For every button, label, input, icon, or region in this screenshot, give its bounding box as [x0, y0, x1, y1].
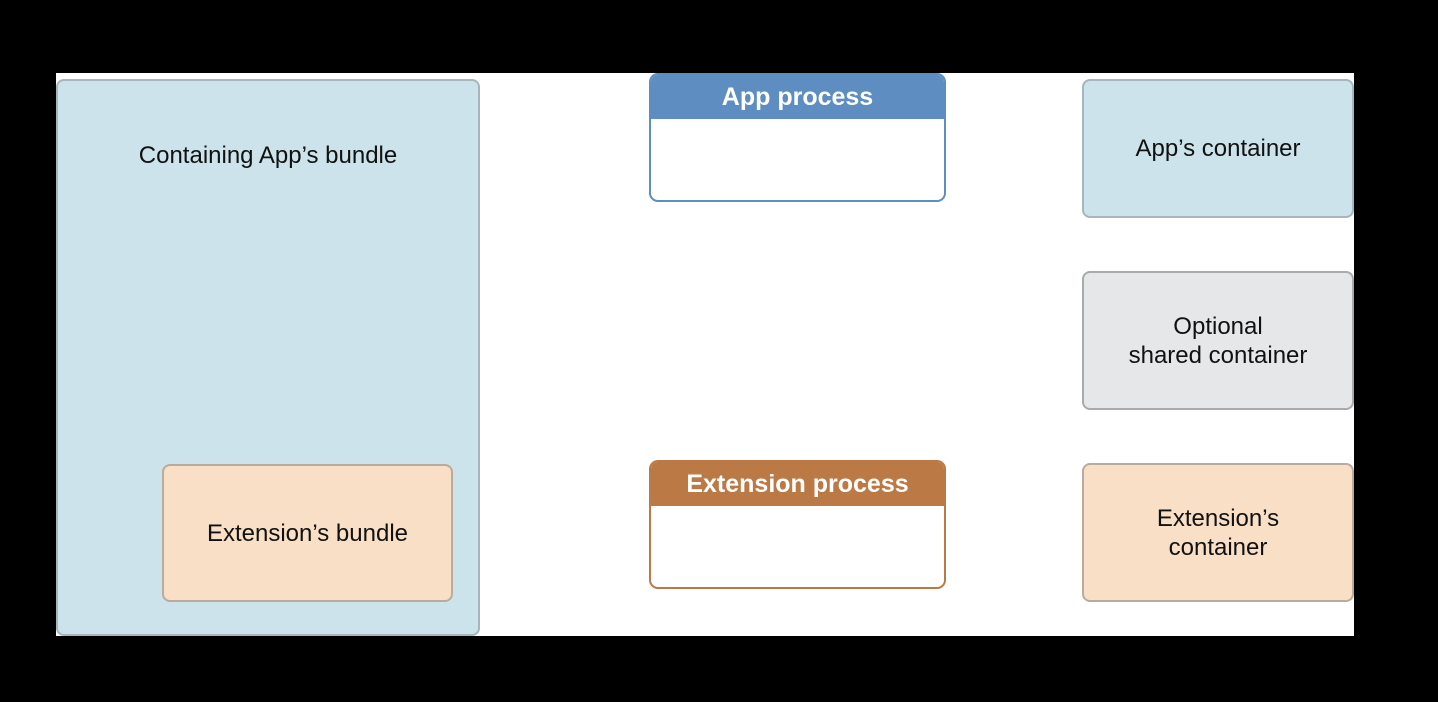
app-container-label: App’s container — [1135, 135, 1301, 162]
extension-bundle: Extension’s bundle — [162, 464, 453, 602]
extension-container: Extension’s container — [1082, 463, 1354, 602]
extension-process-title: Extension process — [686, 469, 909, 498]
containing-app-bundle-label: Containing App’s bundle — [138, 142, 398, 169]
extension-process-header: Extension process — [651, 462, 944, 506]
app-container: App’s container — [1082, 79, 1354, 218]
app-process: App process — [649, 73, 946, 202]
extension-bundle-label: Extension’s bundle — [206, 519, 409, 547]
extension-process: Extension process — [649, 460, 946, 589]
shared-container-label: Optional shared container — [1128, 312, 1308, 369]
extension-container-label: Extension’s container — [1156, 504, 1280, 561]
app-process-title: App process — [721, 82, 874, 111]
shared-container: Optional shared container — [1082, 271, 1354, 410]
app-process-header: App process — [651, 75, 944, 119]
